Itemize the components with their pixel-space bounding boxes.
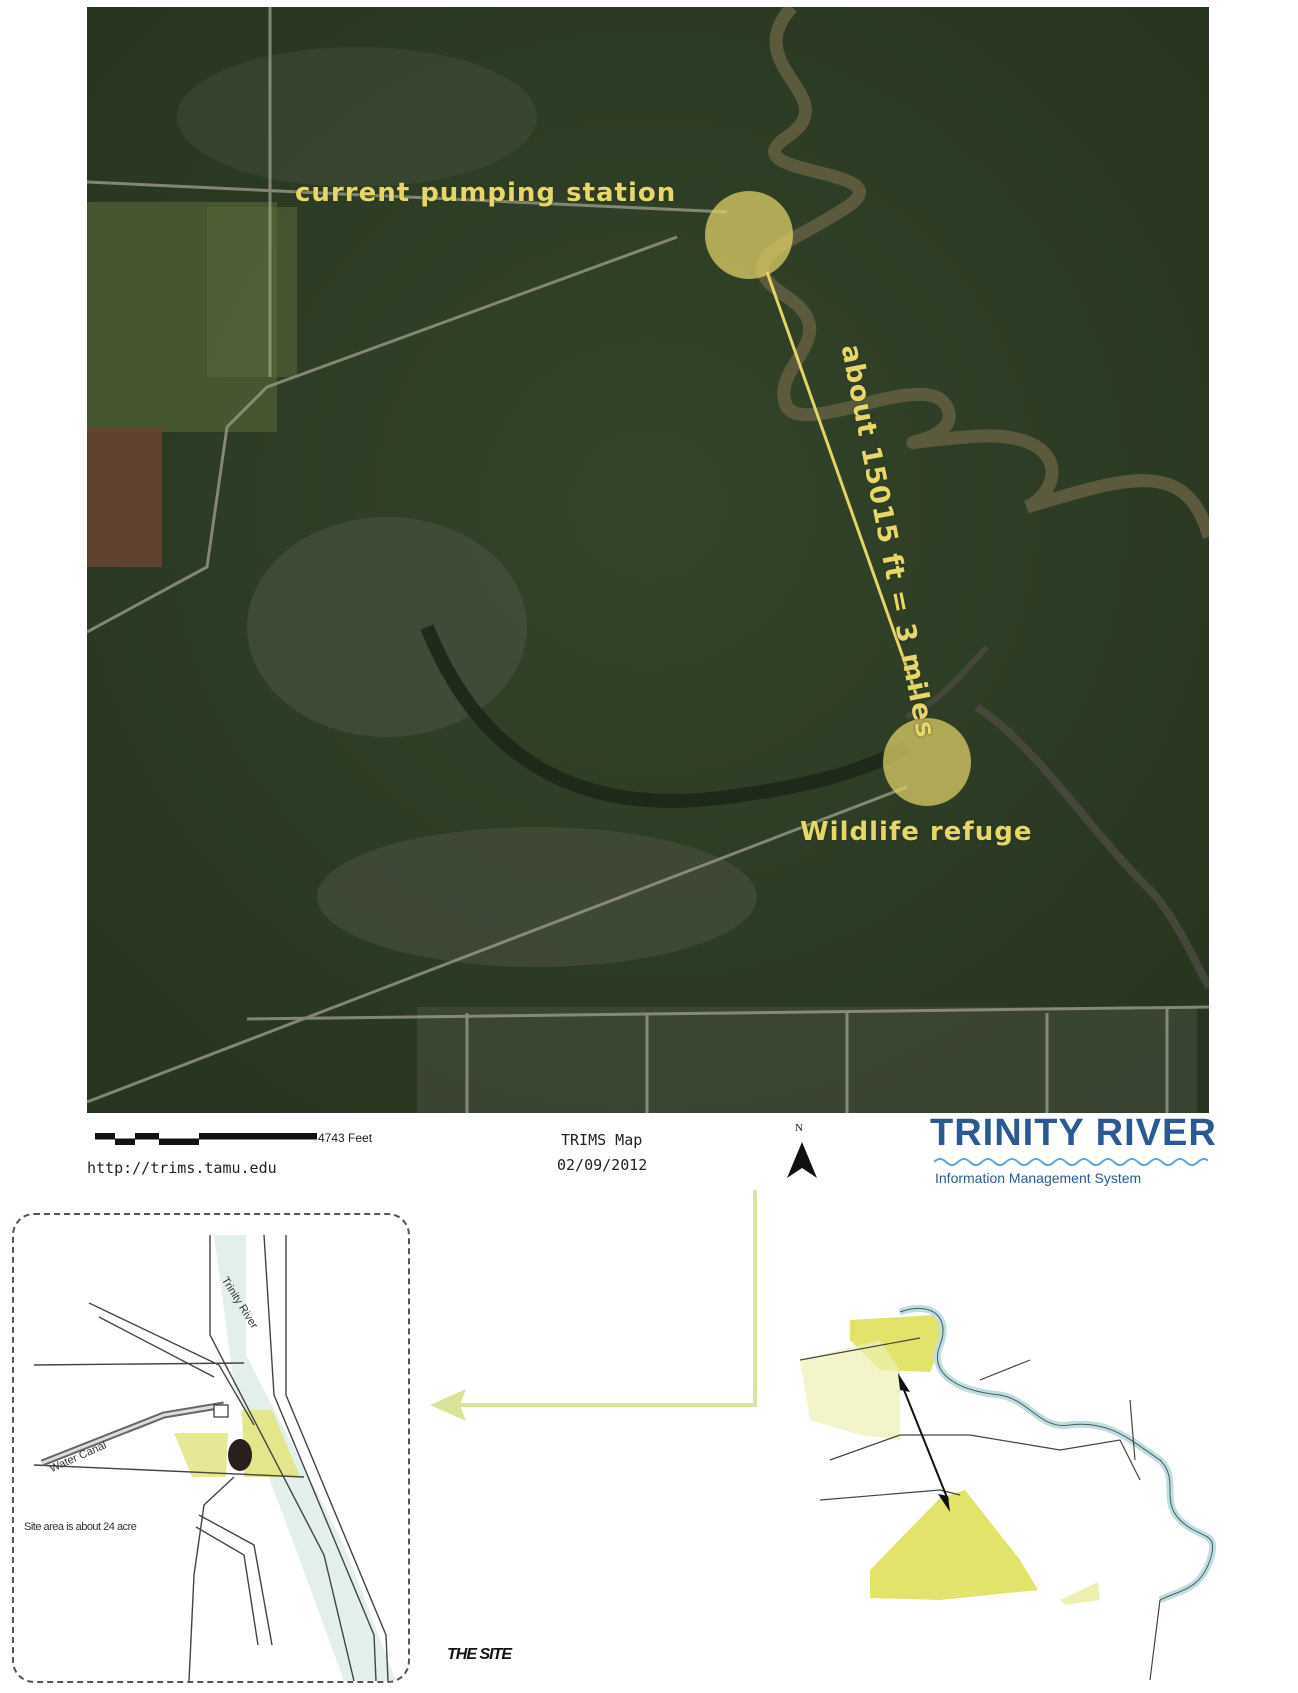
site-area-label: Site area is about 24 acre (24, 1521, 137, 1533)
logo-subtitle: Information Management System (935, 1170, 1142, 1186)
residential-area (177, 47, 537, 187)
logo-wave-icon (934, 1158, 1208, 1166)
scale-label: 4743 Feet (318, 1131, 373, 1145)
residential-area (317, 827, 757, 967)
distance-line (765, 271, 919, 698)
residential-area (417, 1007, 1197, 1113)
distance-arrow (901, 1384, 949, 1501)
trinity-river (755, 7, 1209, 539)
site-diagram (33, 1234, 396, 1681)
overview-lines (800, 1337, 1161, 1680)
scale-bar (95, 1133, 317, 1145)
oxbow-lake (420, 624, 911, 808)
north-label: N (795, 1122, 803, 1134)
lower-land-area (870, 1490, 1038, 1600)
farm-field (87, 427, 162, 567)
site-area (174, 1433, 228, 1477)
pump-building (213, 1404, 229, 1418)
aerial-map[interactable]: current pumping station Wildlife refuge … (87, 7, 1209, 1113)
wildlife-refuge-label: Wildlife refuge (800, 817, 1033, 847)
map-date: 02/09/2012 (557, 1156, 648, 1174)
site-lines (33, 1234, 389, 1681)
trims-url-link[interactable]: http://trims.tamu.edu (87, 1159, 277, 1177)
site-diagram-panel: Trinity River Water Canal Site area is a… (12, 1213, 410, 1683)
pumping-station-marker (705, 191, 793, 279)
pumping-station-label: current pumping station (295, 178, 677, 208)
wildlife-refuge-marker (883, 718, 971, 806)
trinity-river-south (974, 703, 1209, 990)
overview-diagram (800, 1304, 1217, 1680)
aerial-imagery (87, 7, 1209, 1113)
trinity-river-logo: TRINITY RIVER (930, 1112, 1217, 1154)
river-band (214, 1235, 396, 1681)
upper-land-area (800, 1340, 900, 1440)
map-title: TRIMS Map (561, 1131, 643, 1149)
north-arrow-icon (787, 1142, 817, 1178)
site-caption: THE SITE (447, 1646, 512, 1663)
connector-arrow (430, 1190, 757, 1421)
site-location-marker (228, 1439, 252, 1471)
road-network (87, 7, 1209, 1113)
residential-area (247, 517, 527, 737)
farm-field (207, 207, 297, 377)
site-area (242, 1410, 300, 1477)
